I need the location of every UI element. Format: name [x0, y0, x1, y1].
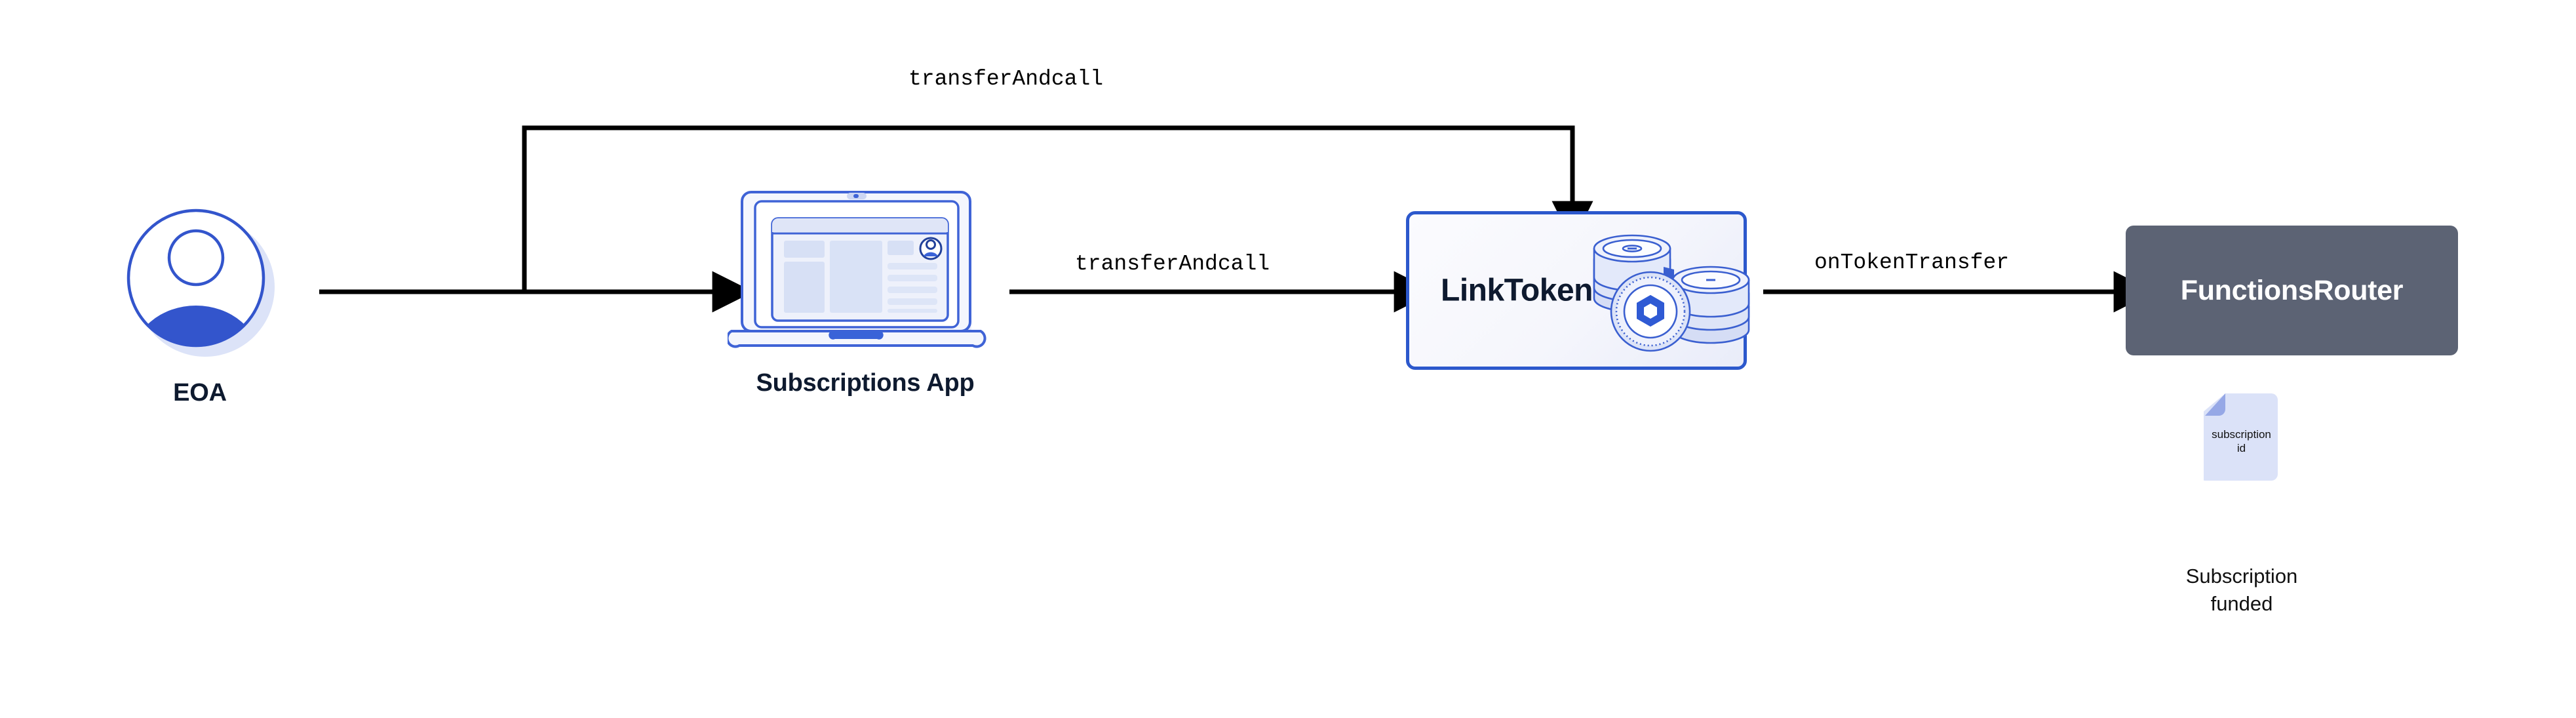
node-functions-router[interactable]: FunctionsRouter: [2126, 226, 2458, 355]
node-label-link-token: LinkToken: [1441, 273, 1593, 308]
node-label-eoa: EOA: [173, 379, 227, 407]
edge-label-transferandcall-top: transferAndcall: [908, 67, 1104, 91]
document-label: subscription id: [2212, 428, 2271, 454]
node-link-token[interactable]: LinkToken: [1406, 211, 1750, 370]
edge-label-transferandcall-mid: transferAndcall: [1075, 252, 1270, 276]
document-icon: [2198, 393, 2278, 481]
subscription-funded-caption: Subscription funded: [2185, 565, 2298, 615]
laptop-icon: [726, 191, 986, 348]
edge-label-ontokentransfer: onTokenTransfer: [1814, 250, 2010, 275]
user-avatar-icon: [127, 209, 275, 357]
node-label-subscriptions-app: Subscriptions App: [756, 369, 975, 397]
coin-stack-icon: [1593, 234, 1750, 352]
node-label-functions-router: FunctionsRouter: [2180, 274, 2404, 306]
node-subscription-document[interactable]: subscription id: [2198, 393, 2279, 482]
node-eoa[interactable]: EOA: [115, 197, 285, 407]
node-subscriptions-app[interactable]: Subscriptions App: [726, 187, 1003, 397]
